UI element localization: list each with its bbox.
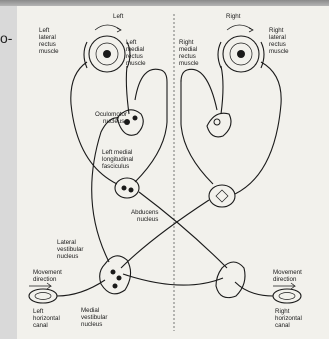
svg-text:lateral: lateral xyxy=(269,34,286,41)
label-mlf: Left medial longitudinal fasciculus xyxy=(102,149,133,170)
svg-text:Lateral: Lateral xyxy=(57,239,76,246)
label-left-medial-rectus: Left medial rectus muscle xyxy=(126,39,146,67)
label-movement-direction-left: Movement direction xyxy=(33,269,62,283)
right-eye xyxy=(218,25,264,72)
svg-text:Medial: Medial xyxy=(81,307,99,314)
label-right-medial-rectus: Right medial rectus muscle xyxy=(179,39,199,67)
svg-text:nucleus: nucleus xyxy=(81,321,102,328)
label-right-horizontal-canal: Right horizontal canal xyxy=(275,308,302,329)
svg-text:vestibular: vestibular xyxy=(81,314,107,321)
svg-text:Left: Left xyxy=(39,27,50,34)
svg-text:medial: medial xyxy=(126,46,144,53)
svg-text:fasciculus: fasciculus xyxy=(102,163,129,170)
svg-text:canal: canal xyxy=(275,322,290,329)
svg-text:Oculomotor: Oculomotor xyxy=(95,111,127,118)
svg-text:Abducens: Abducens xyxy=(131,209,159,216)
right-abducens-nucleus xyxy=(209,185,235,207)
right-horizontal-canal xyxy=(273,283,301,303)
svg-text:Movement: Movement xyxy=(273,269,302,276)
svg-text:Right: Right xyxy=(275,308,290,315)
svg-text:Right: Right xyxy=(179,39,194,46)
svg-text:rectus: rectus xyxy=(126,53,143,60)
right-oculomotor-nucleus xyxy=(207,113,231,137)
svg-text:nucleus: nucleus xyxy=(57,253,78,260)
label-medial-vestibular-nucleus: Medial vestibular nucleus xyxy=(81,307,107,328)
svg-text:Right: Right xyxy=(269,27,284,34)
svg-text:rectus: rectus xyxy=(269,41,286,48)
label-abducens-nucleus: Abducens nucleus xyxy=(131,209,159,223)
svg-text:canal: canal xyxy=(33,322,48,329)
svg-text:muscle: muscle xyxy=(269,48,289,55)
svg-text:rectus: rectus xyxy=(179,53,196,60)
svg-text:medial: medial xyxy=(179,46,197,53)
svg-text:rectus: rectus xyxy=(39,41,56,48)
label-oculomotor-nucleus: Oculomotor nucleus xyxy=(95,111,127,125)
left-eye xyxy=(84,25,130,72)
label-lateral-vestibular-nucleus: Lateral vestibular nucleus xyxy=(57,239,83,260)
svg-text:muscle: muscle xyxy=(179,60,199,67)
svg-text:direction: direction xyxy=(273,276,297,283)
diagram-panel: Left Right Left lateral rectus muscle Le… xyxy=(17,6,329,339)
label-movement-direction-right: Movement direction xyxy=(273,269,302,283)
svg-text:direction: direction xyxy=(33,276,57,283)
side-label-right: Right xyxy=(226,13,241,20)
label-left-horizontal-canal: Left horizontal canal xyxy=(33,308,60,329)
svg-text:Movement: Movement xyxy=(33,269,62,276)
slide-text-fragment: o- xyxy=(0,30,12,46)
label-right-lateral-rectus: Right lateral rectus muscle xyxy=(269,27,289,55)
svg-text:horizontal: horizontal xyxy=(275,315,302,322)
svg-text:Left: Left xyxy=(33,308,44,315)
side-label-left: Left xyxy=(113,13,124,20)
svg-text:muscle: muscle xyxy=(39,48,59,55)
svg-text:lateral: lateral xyxy=(39,34,56,41)
svg-text:nucleus: nucleus xyxy=(137,216,158,223)
svg-text:muscle: muscle xyxy=(126,60,146,67)
neural-pathways xyxy=(57,62,281,296)
left-horizontal-canal xyxy=(29,283,57,303)
svg-text:horizontal: horizontal xyxy=(33,315,60,322)
label-left-lateral-rectus: Left lateral rectus muscle xyxy=(39,27,59,55)
svg-text:Left: Left xyxy=(126,39,137,46)
svg-text:longitudinal: longitudinal xyxy=(102,156,133,163)
svg-text:vestibular: vestibular xyxy=(57,246,83,253)
vestibulo-ocular-reflex-diagram: Left Right Left lateral rectus muscle Le… xyxy=(17,6,329,339)
svg-text:Left medial: Left medial xyxy=(102,149,132,156)
right-vestibular-nuclei xyxy=(216,262,245,298)
